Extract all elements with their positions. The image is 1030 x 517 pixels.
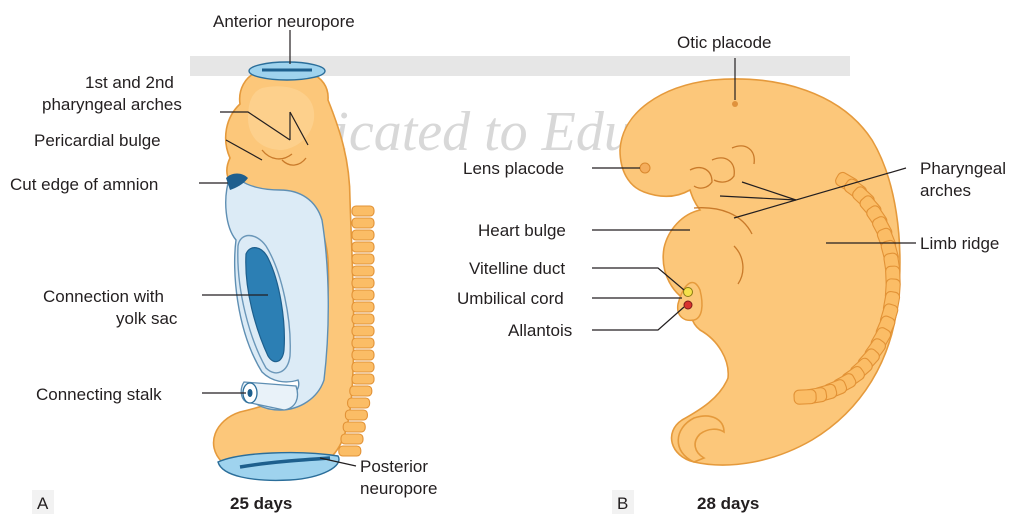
somite [348, 398, 370, 408]
label-arches-line1: 1st and 2nd [85, 73, 174, 92]
somite [343, 422, 365, 432]
somite [352, 230, 374, 240]
vitelline-duct-dot [684, 288, 693, 297]
connecting-stalk-lumen [248, 389, 253, 397]
somite [352, 278, 374, 288]
somite [339, 446, 361, 456]
label-pharyngeal-line1: Pharyngeal [920, 159, 1006, 178]
panel-b-caption: 28 days [697, 494, 759, 513]
otic-placode-dot [732, 101, 738, 107]
somite [352, 266, 374, 276]
label-connecting-stalk: Connecting stalk [36, 385, 162, 404]
somite [352, 218, 374, 228]
somite [352, 362, 374, 372]
label-posterior-line1: Posterior [360, 457, 428, 476]
leader-allantois [592, 307, 684, 330]
somite [352, 338, 374, 348]
label-limb-ridge: Limb ridge [920, 234, 999, 253]
somite [352, 206, 374, 216]
somite [352, 290, 374, 300]
label-pericardial-bulge: Pericardial bulge [34, 131, 161, 150]
label-yolk-sac-line1: Connection with [43, 287, 164, 306]
label-yolk-sac-line2: yolk sac [116, 309, 178, 328]
somite [345, 410, 367, 420]
label-otic-placode: Otic placode [677, 33, 772, 52]
panel-a-letter: A [37, 494, 49, 513]
label-anterior-neuropore: Anterior neuropore [213, 12, 355, 31]
allantois-dot [684, 301, 692, 309]
somite [794, 389, 817, 404]
label-umbilical-cord: Umbilical cord [457, 289, 564, 308]
label-posterior-line2: neuropore [360, 479, 438, 498]
somite [350, 386, 372, 396]
label-cut-edge-amnion: Cut edge of amnion [10, 175, 158, 194]
somite [352, 326, 374, 336]
somite [352, 242, 374, 252]
lens-placode-dot [640, 163, 650, 173]
label-heart-bulge: Heart bulge [478, 221, 566, 240]
label-arches-line2: pharyngeal arches [42, 95, 182, 114]
somite [352, 254, 374, 264]
label-vitelline-duct: Vitelline duct [469, 259, 565, 278]
panel-b-letter: B [617, 494, 628, 513]
somite [352, 350, 374, 360]
somite [341, 434, 363, 444]
label-pharyngeal-line2: arches [920, 181, 971, 200]
label-allantois: Allantois [508, 321, 572, 340]
somite [352, 374, 374, 384]
posterior-neuropore-shape [218, 453, 339, 481]
somite [352, 302, 374, 312]
somite [352, 314, 374, 324]
panel-a-caption: 25 days [230, 494, 292, 513]
label-lens-placode: Lens placode [463, 159, 564, 178]
